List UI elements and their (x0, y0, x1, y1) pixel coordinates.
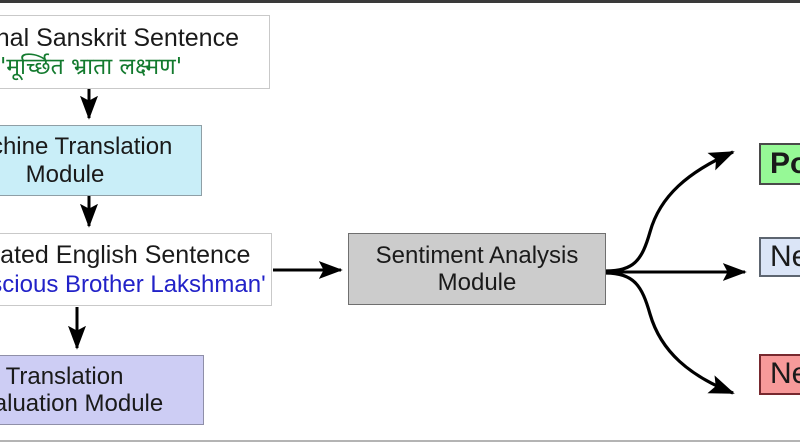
node-negative-label: Negative (770, 357, 800, 391)
edge-sentiment-to-positive (605, 150, 735, 273)
node-sentiment-neutral: Neutral (759, 237, 800, 277)
top-divider-rule (0, 0, 800, 3)
node-translation-evaluation-line1: Translation (5, 362, 124, 390)
node-sentiment-analysis-line2: Module (437, 269, 517, 296)
edge-sentiment-to-negative (605, 271, 735, 395)
node-sentiment-negative: Negative (759, 354, 800, 395)
node-english-title: Translated English Sentence (0, 241, 251, 270)
node-english-example-text: 'Unconscious Brother Lakshman' (0, 270, 266, 298)
node-sentiment-positive: Positive (759, 143, 800, 185)
node-sentiment-analysis-module: Sentiment Analysis Module (348, 233, 606, 305)
node-sanskrit-example-text: 'मूर्च्छित भ्राता लक्ष्मण' (0, 53, 183, 80)
node-machine-translation-module: Machine Translation Module (0, 125, 202, 196)
node-sanskrit-title: Original Sanskrit Sentence (0, 24, 239, 53)
node-translation-evaluation-module: Translation Evaluation Module (0, 355, 204, 425)
node-translated-english-sentence: Translated English Sentence 'Unconscious… (0, 233, 272, 306)
node-neutral-label: Neutral (770, 239, 800, 273)
node-machine-translation-line2: Module (25, 160, 105, 188)
bottom-divider-rule (0, 440, 800, 442)
node-sentiment-analysis-line1: Sentiment Analysis (375, 241, 579, 269)
node-machine-translation-line1: Machine Translation (0, 133, 173, 161)
node-translation-evaluation-line2: Evaluation Module (0, 390, 164, 417)
node-original-sanskrit-sentence: Original Sanskrit Sentence 'मूर्च्छित भ्… (0, 15, 270, 89)
node-positive-label: Positive (770, 146, 800, 180)
